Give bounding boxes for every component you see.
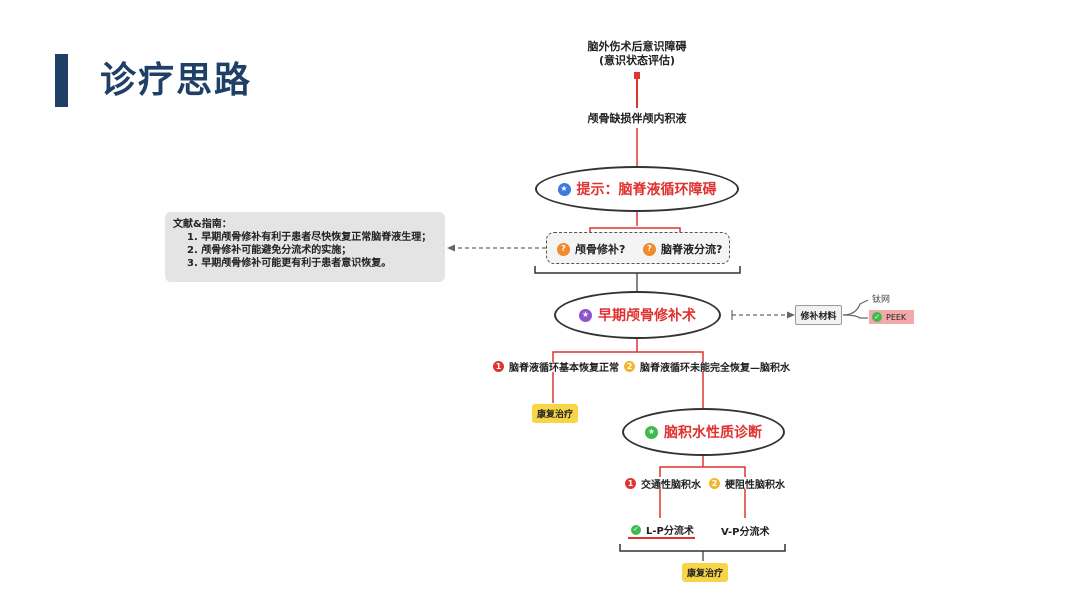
literature-item: 1. 早期颅骨修补有利于患者尽快恢复正常脑脊液生理； xyxy=(187,232,432,243)
hint-node: ★ 提示：脑脊液循环障碍 xyxy=(535,166,739,212)
hydro-type-1-label: 交通性脑积水 xyxy=(641,480,701,491)
repair-option-titanium: 钛网 xyxy=(872,295,891,305)
hint-label: 提示：脑脊液循环障碍 xyxy=(576,182,717,198)
top-node: 脑外伤术后意识障碍 (意识状态评估) xyxy=(588,40,687,68)
repair-option-peek-label: PEEK xyxy=(886,312,907,322)
early-repair-label: 早期颅骨修补术 xyxy=(598,308,696,324)
rehab-tag-2: 康复治疗 xyxy=(682,563,729,582)
literature-item: 3. 早期颅骨修补可能更有利于患者意识恢复。 xyxy=(187,258,392,269)
title-accent-bar xyxy=(55,54,68,107)
outcome-1-label: 脑脊液循环基本恢复正常 xyxy=(509,363,619,374)
top-node-line2: (意识状态评估) xyxy=(598,54,676,67)
question-2: ? 脑脊液分流? xyxy=(643,241,722,257)
literature-heading: 文献&指南： xyxy=(173,219,232,230)
vp-shunt-label: V-P分流术 xyxy=(721,527,770,538)
question-1: ? 颅骨修补? xyxy=(557,241,625,257)
question-1-label: 颅骨修补? xyxy=(575,243,626,256)
literature-box: 文献&指南： 1. 早期颅骨修补有利于患者尽快恢复正常脑脊液生理； 2. 颅骨修… xyxy=(165,212,445,282)
cranial-defect-node: 颅骨缺损伴颅内积液 xyxy=(587,112,687,125)
repair-material-node: 修补材料 xyxy=(795,305,842,325)
lp-shunt-node: ✓ L-P分流术 xyxy=(631,522,694,537)
question-mark-icon: ? xyxy=(557,242,570,256)
check-icon: ✓ xyxy=(872,312,882,322)
number-2-icon: 2 xyxy=(709,478,720,489)
check-icon: ✓ xyxy=(631,524,641,535)
repair-option-peek: ✓ PEEK xyxy=(869,310,914,324)
number-2-icon: 2 xyxy=(624,361,635,372)
questions-box: ? 颅骨修补? ? 脑脊液分流? xyxy=(546,232,730,264)
early-repair-node: ★ 早期颅骨修补术 xyxy=(554,291,721,339)
star-icon: ★ xyxy=(557,182,571,196)
hydrocephalus-diagnosis-label: 脑积水性质诊断 xyxy=(664,425,762,441)
question-2-label: 脑脊液分流? xyxy=(661,243,723,256)
hydrocephalus-diagnosis-node: ★ 脑积水性质诊断 xyxy=(622,408,785,456)
literature-item: 2. 颅骨修补可能避免分流术的实施； xyxy=(187,245,352,256)
rehab-tag-1: 康复治疗 xyxy=(532,404,579,423)
outcome-2-label: 脑脊液循环未能完全恢复—脑积水 xyxy=(640,363,790,374)
number-1-icon: 1 xyxy=(493,361,504,372)
page-title: 诊疗思路 xyxy=(100,60,253,101)
hydro-type-2: 2 梗阻性脑积水 xyxy=(709,476,785,491)
outcome-2: 2 脑脊液循环未能完全恢复—脑积水 xyxy=(624,359,790,374)
star-icon: ★ xyxy=(645,425,658,439)
hydro-type-1: 1 交通性脑积水 xyxy=(625,476,701,491)
outcome-1: 1 脑脊液循环基本恢复正常 xyxy=(493,359,619,374)
lp-shunt-label: L-P分流术 xyxy=(646,526,694,537)
top-node-line1: 脑外伤术后意识障碍 xyxy=(587,40,687,53)
hydro-type-2-label: 梗阻性脑积水 xyxy=(725,480,785,491)
question-mark-icon: ? xyxy=(643,242,656,256)
number-1-icon: 1 xyxy=(625,478,636,489)
star-icon: ★ xyxy=(579,308,592,322)
